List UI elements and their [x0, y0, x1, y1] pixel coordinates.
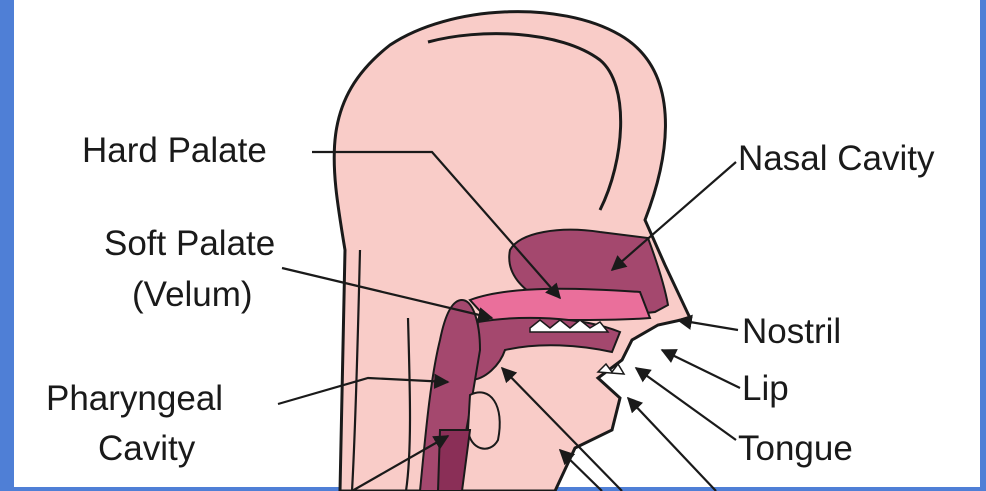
label-pharyngeal: Pharyngeal — [46, 379, 223, 418]
palate-band — [470, 289, 650, 322]
label-nasal-cavity: Nasal Cavity — [738, 139, 935, 178]
label-cavity: Cavity — [98, 429, 196, 468]
label-velum: (Velum) — [132, 275, 253, 314]
epiglottis — [468, 392, 500, 448]
pointer-lip — [662, 350, 740, 388]
label-tongue: Tongue — [738, 429, 853, 468]
pointer-nostril — [678, 320, 738, 330]
label-nostril: Nostril — [742, 312, 841, 351]
label-hard-palate: Hard Palate — [82, 131, 267, 170]
pointer-tongue-tip — [628, 398, 716, 491]
label-lip: Lip — [742, 369, 789, 408]
pointer-lower-jaw — [560, 450, 602, 491]
label-soft-palate: Soft Palate — [104, 224, 275, 263]
